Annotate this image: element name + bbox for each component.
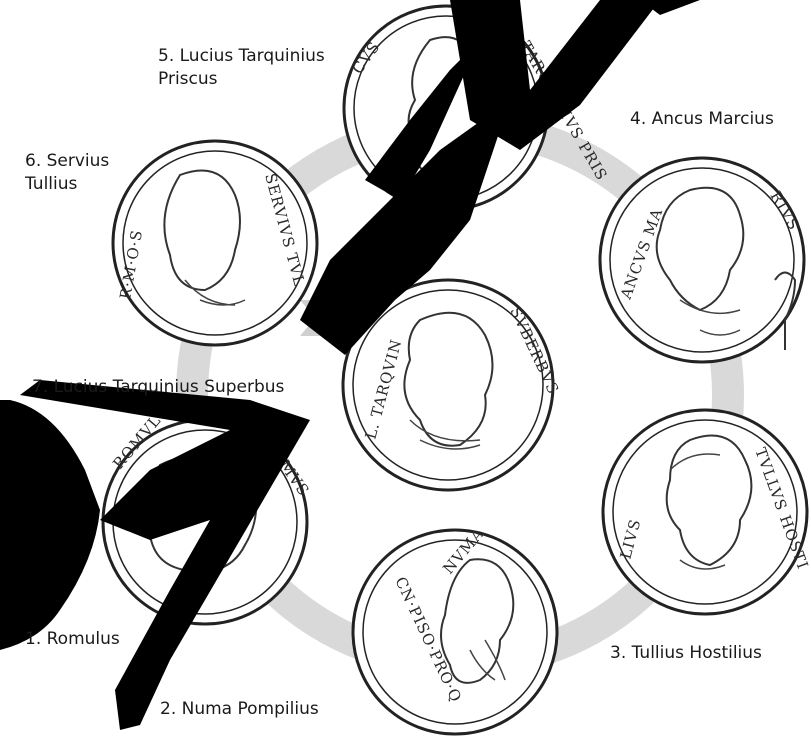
label-king-4: 4. Ancus Marcius xyxy=(630,108,810,131)
label-king-7: 7. Lucius Tarquinius Superbus xyxy=(32,376,302,399)
coin-6-servius-tullius: R·M·O·S SERVIVS TVL xyxy=(113,141,317,345)
coin-4-ancus-marcius: ANCVS MA RIVS xyxy=(600,158,804,362)
label-king-6: 6. Servius Tullius xyxy=(25,150,125,196)
label-king-3: 3. Tullius Hostilius xyxy=(610,642,810,665)
coin-2-numa-pompilius: CN·PISO·PRO·Q NVMA xyxy=(353,525,557,734)
coin-3-tullius-hostilius: LIVS TVLLVS HOSTI xyxy=(603,410,811,614)
label-king-2: 2. Numa Pompilius xyxy=(160,698,360,721)
label-king-1: 1. Romulus xyxy=(25,628,175,651)
label-king-5: 5. Lucius Tarquinius Priscus xyxy=(158,45,358,91)
